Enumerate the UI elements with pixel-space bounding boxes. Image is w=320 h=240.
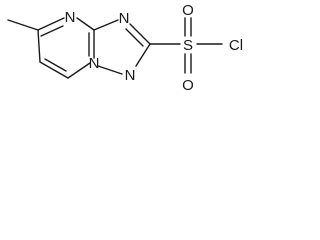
bond-n1-n8 <box>97 65 123 75</box>
bond-c3a-n3 <box>93 19 119 31</box>
atom-n-ring-top: N <box>65 9 76 26</box>
bond-c7-c5 <box>37 29 41 63</box>
bond-n3-c2 <box>129 23 151 45</box>
bond-n8-c8 <box>67 62 91 79</box>
bond-c5-n4 <box>37 17 65 31</box>
atom-oxygen-bottom: O <box>182 77 194 94</box>
atom-chlorine: Cl <box>229 37 243 54</box>
bond-lines <box>7 17 223 79</box>
atom-n-triazole-bottom: N <box>125 67 136 84</box>
bond-methyl <box>7 19 39 31</box>
atom-oxygen-top: O <box>182 2 194 19</box>
atom-sulfur: S <box>183 37 193 54</box>
bond-c8-c7-double <box>44 58 67 72</box>
bond-c8-c7 <box>39 61 69 79</box>
bond-n4-c3a <box>76 17 95 31</box>
atom-n-triazole-top: N <box>119 10 130 27</box>
chemical-structure-drawing: N N N N S O O Cl <box>7 2 243 94</box>
bond-n3-c2-double <box>125 28 144 47</box>
atom-n-bridgehead: N <box>89 55 100 72</box>
bond-c2-n1 <box>135 43 151 67</box>
structure-canvas: N N N N S O O Cl <box>0 0 260 98</box>
bond-c5-n4-double <box>40 25 64 37</box>
